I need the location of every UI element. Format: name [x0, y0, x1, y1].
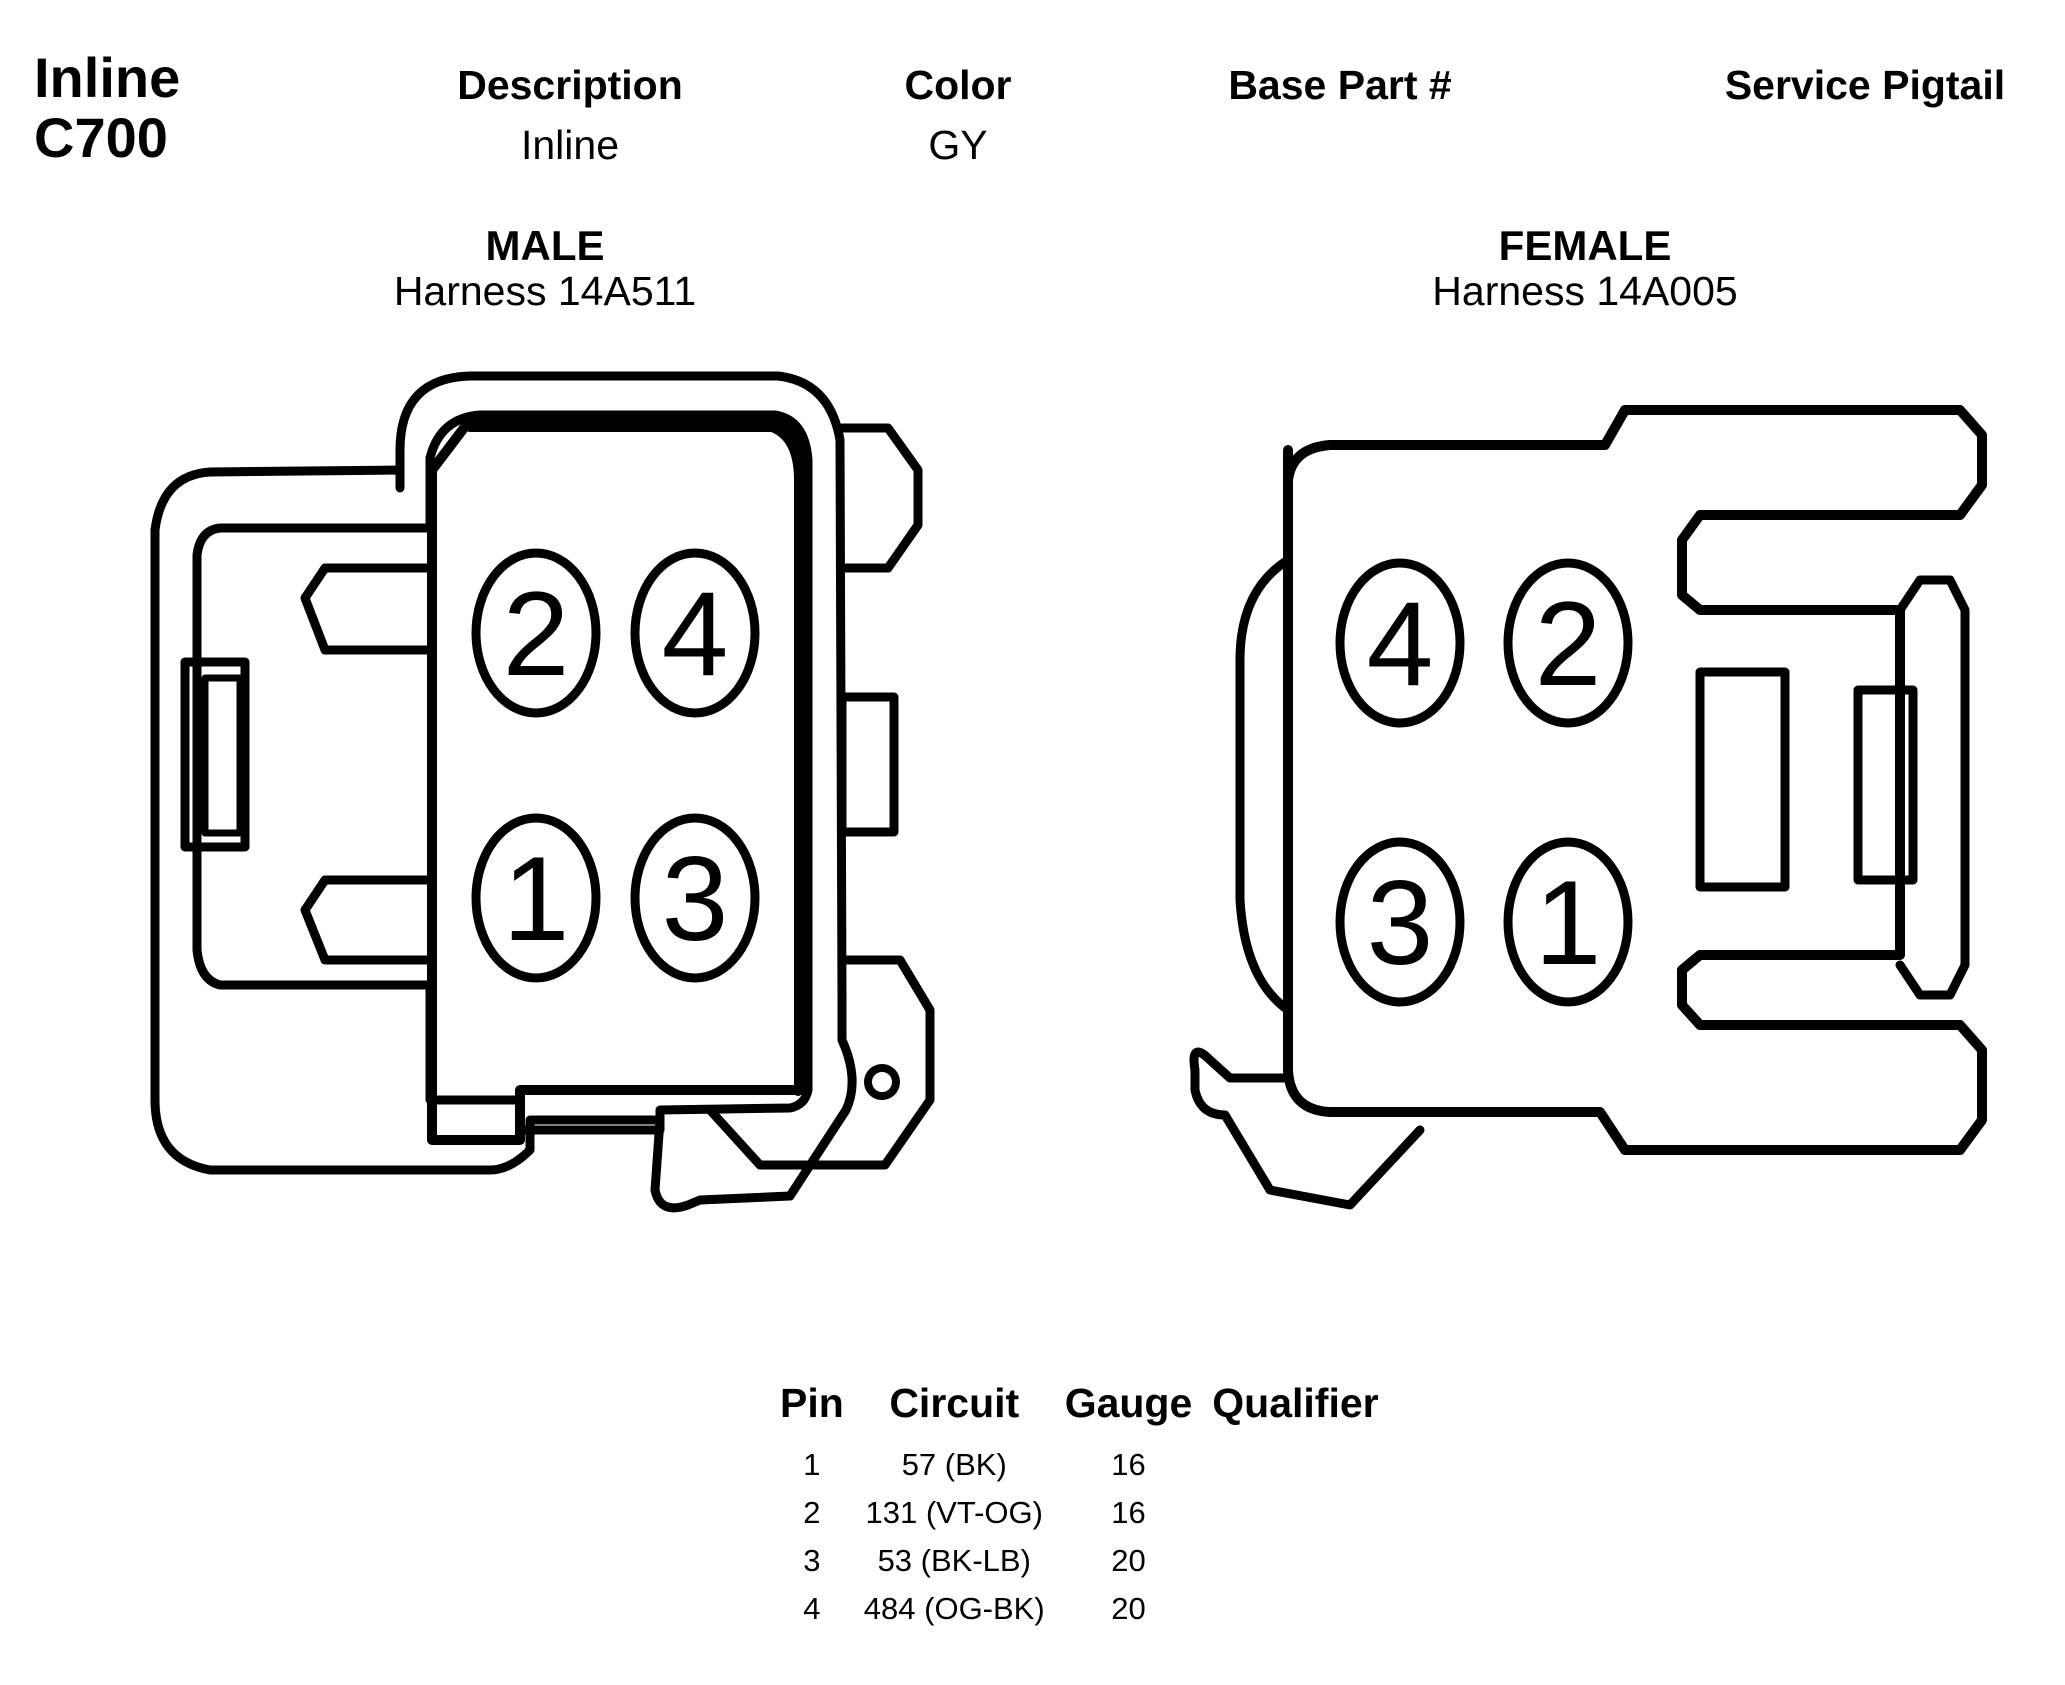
- circuit-cell: 57 (BK): [901, 1447, 1007, 1482]
- circuit-cell: 484 (OG-BK): [863, 1591, 1045, 1626]
- circuit-cell: 131 (VT-OG): [865, 1495, 1043, 1530]
- table-row: 4 484 (OG-BK) 20: [770, 1585, 1389, 1633]
- connector-title-line2: C700: [34, 106, 168, 169]
- qualifier-cell: [1202, 1585, 1388, 1633]
- male-pin-3-circle: [630, 813, 760, 983]
- male-pin-1-circle: [471, 813, 601, 983]
- female-title: FEMALE: [1498, 222, 1672, 269]
- gauge-cell: 20: [1111, 1591, 1146, 1626]
- pin-table: Pin Circuit Gauge Qualifier 1 57 (BK) 16…: [770, 1380, 1389, 1633]
- female-connector-drawing: [1189, 405, 1987, 1210]
- male-pin-label: 3: [662, 832, 729, 966]
- circuit-column-header: Circuit: [889, 1380, 1020, 1426]
- gauge-column-header: Gauge: [1064, 1380, 1193, 1426]
- male-pin-label: 2: [503, 567, 570, 701]
- male-connector-drawing: [150, 371, 935, 1213]
- gauge-cell: 20: [1111, 1543, 1146, 1578]
- male-pin-4-circle: [630, 548, 760, 718]
- pin-cell: 4: [803, 1591, 821, 1626]
- color-value: GY: [928, 122, 988, 168]
- pin-table-header-row: Pin Circuit Gauge Qualifier: [770, 1380, 1389, 1441]
- pin-cell: 1: [803, 1447, 821, 1482]
- male-title: MALE: [485, 222, 605, 269]
- female-pin-label: 2: [1535, 577, 1602, 711]
- female-pin-label: 1: [1535, 856, 1602, 990]
- female-pin-2-circle: [1503, 558, 1633, 728]
- description-value: Inline: [520, 122, 619, 168]
- female-pin-1-circle: [1503, 837, 1633, 1007]
- qualifier-cell: [1202, 1441, 1388, 1489]
- female-pin-3-circle: [1335, 837, 1465, 1007]
- connector-title-line1: Inline: [34, 46, 181, 109]
- table-row: 1 57 (BK) 16: [770, 1441, 1389, 1489]
- male-pin-2-circle: [471, 548, 601, 718]
- pin-cell: 3: [803, 1543, 821, 1578]
- qualifier-cell: [1202, 1489, 1388, 1537]
- qualifier-cell: [1202, 1537, 1388, 1585]
- gauge-cell: 16: [1111, 1447, 1146, 1482]
- base-part-header: Base Part #: [1228, 62, 1452, 108]
- female-pin-label: 3: [1367, 856, 1434, 990]
- connector-title: Inline C700: [34, 48, 180, 168]
- table-row: 2 131 (VT-OG) 16: [770, 1489, 1389, 1537]
- female-pin-label: 4: [1367, 577, 1434, 711]
- male-pin-label: 4: [662, 567, 729, 701]
- male-harness: Harness 14A511: [393, 268, 697, 314]
- circuit-cell: 53 (BK-LB): [877, 1543, 1031, 1578]
- female-harness: Harness 14A005: [1432, 268, 1738, 314]
- description-header: Description: [457, 62, 683, 108]
- pin-column-header: Pin: [780, 1380, 844, 1426]
- qualifier-column-header: Qualifier: [1212, 1380, 1379, 1426]
- gauge-cell: 16: [1111, 1495, 1146, 1530]
- male-pin-label: 1: [503, 832, 570, 966]
- table-row: 3 53 (BK-LB) 20: [770, 1537, 1389, 1585]
- color-header: Color: [904, 62, 1012, 108]
- female-pin-4-circle: [1335, 558, 1465, 728]
- pin-cell: 2: [803, 1495, 821, 1530]
- service-pigtail-header: Service Pigtail: [1724, 62, 2006, 108]
